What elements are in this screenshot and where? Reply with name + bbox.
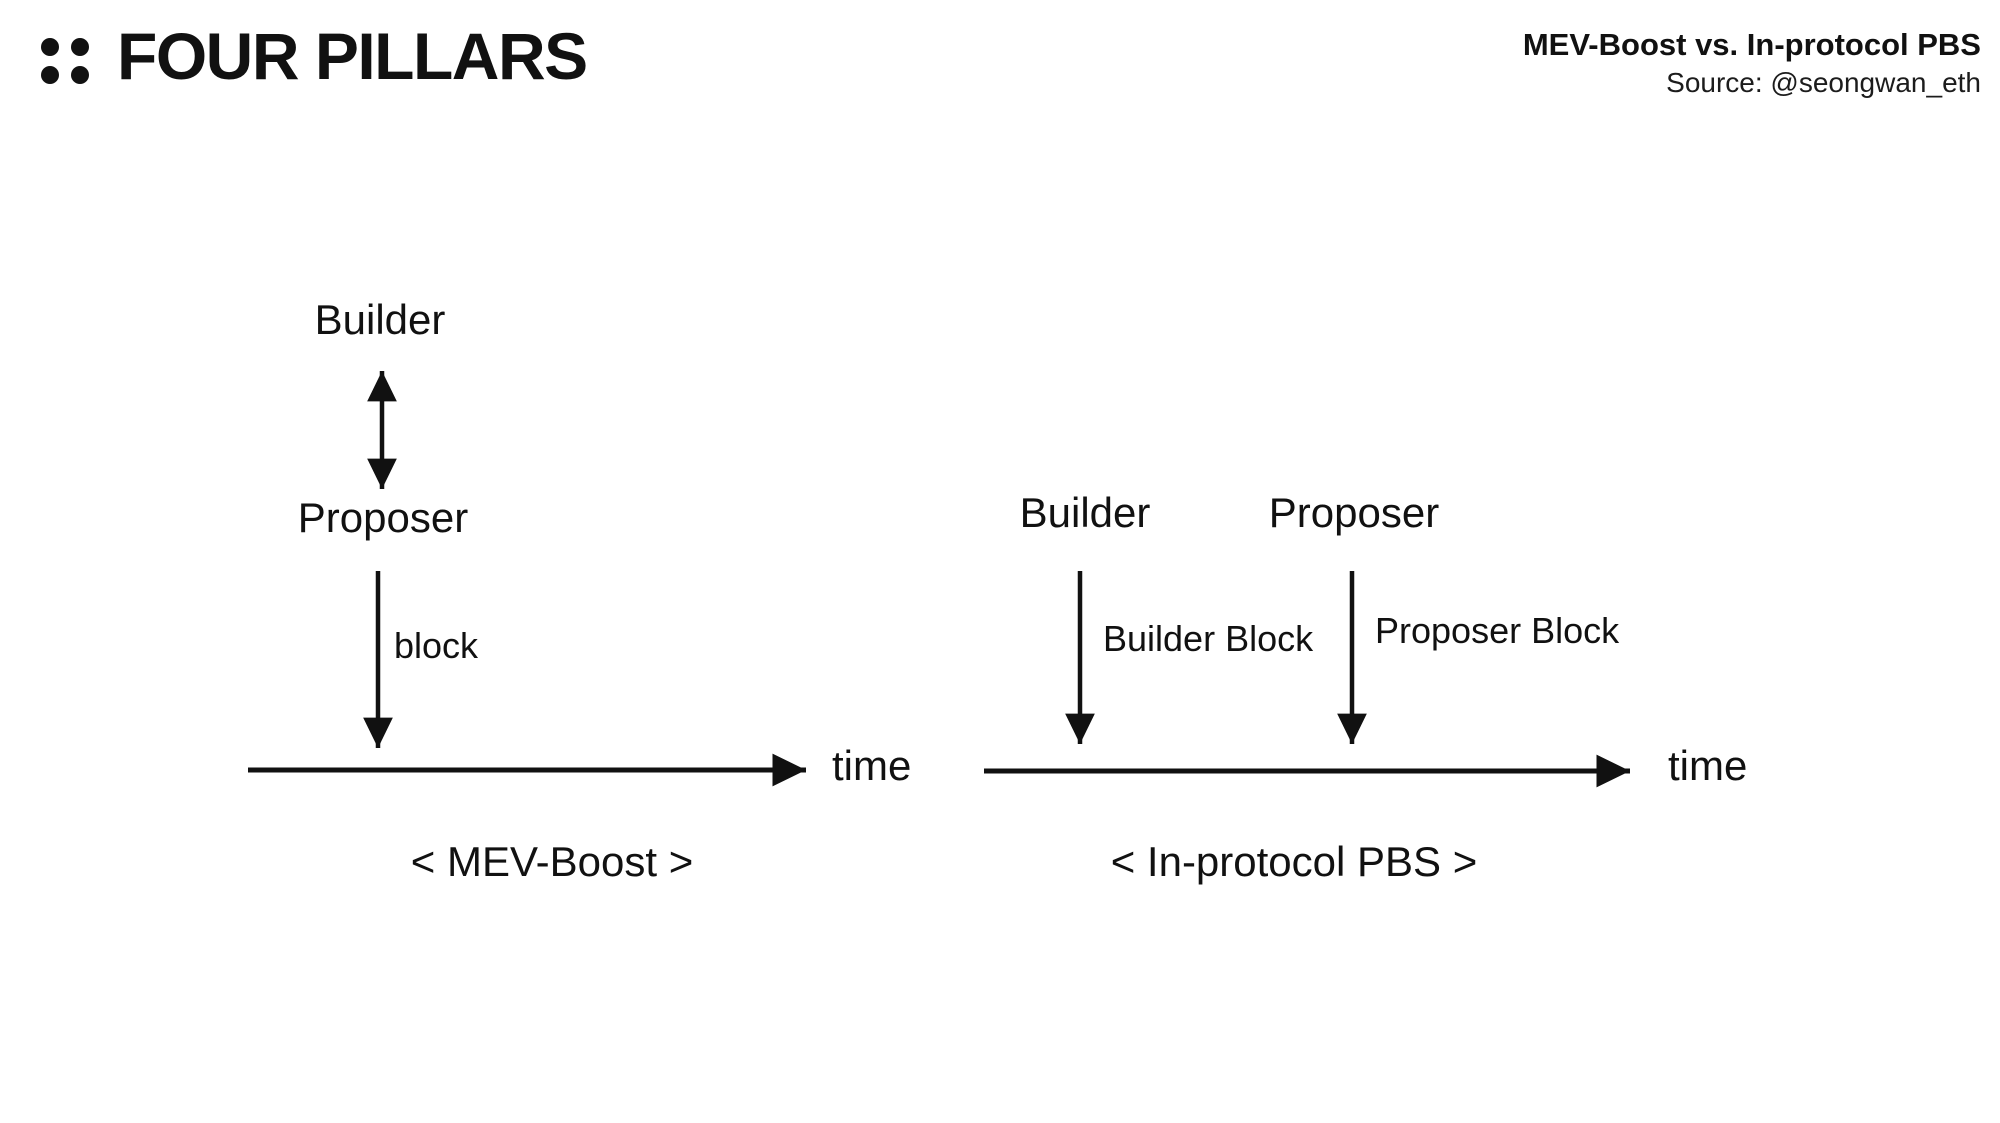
inprotocol-builder-block-label: Builder Block xyxy=(1103,618,1314,659)
logo-dot xyxy=(71,38,89,56)
slide-title: MEV-Boost vs. In-protocol PBS xyxy=(1522,27,1981,62)
mevboost-caption: < MEV-Boost > xyxy=(410,838,694,885)
title-block: MEV-Boost vs. In-protocol PBS Source: @s… xyxy=(1523,27,1981,99)
inprotocol-builder-label: Builder xyxy=(1019,489,1151,536)
logo-wordmark: FOUR PILLARS xyxy=(117,19,588,93)
inprotocol-time-label: time xyxy=(1668,742,1748,789)
logo-dot xyxy=(41,38,59,56)
inprotocol-proposer-label: Proposer xyxy=(1268,489,1440,536)
inprotocol-caption: < In-protocol PBS > xyxy=(1110,838,1478,885)
mevboost-builder-label: Builder xyxy=(314,296,446,343)
logo-dot xyxy=(71,66,89,84)
mevboost-proposer-label: Proposer xyxy=(297,494,469,541)
logo-dot xyxy=(41,66,59,84)
inprotocol-proposer-block-label: Proposer Block xyxy=(1375,610,1620,651)
four-dots-grid-icon xyxy=(41,38,89,84)
source-credit: Source: @seongwan_eth xyxy=(1666,66,1981,98)
mevboost-time-label: time xyxy=(832,742,912,789)
mevboost-block-arrow-label: block xyxy=(394,625,479,666)
